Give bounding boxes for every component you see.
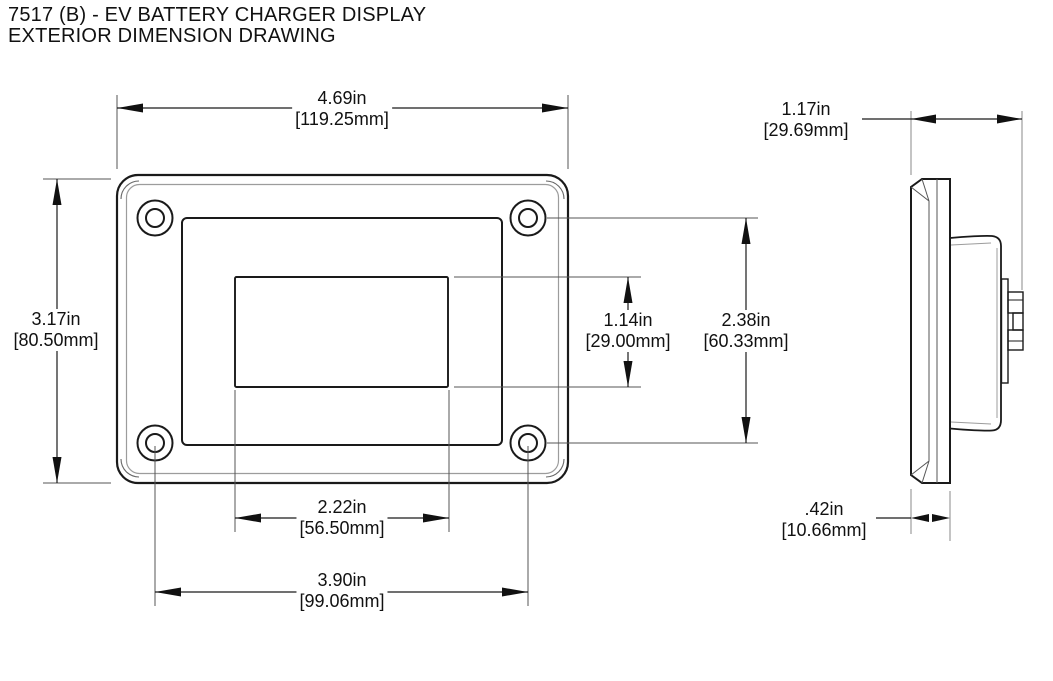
dim-display-opening-width-in: 2.22in [317, 497, 367, 517]
front-bezel-chamfer-arcs [120, 180, 565, 478]
dim-mount-hole-horizontal-label: 3.90in [99.06mm] [296, 570, 388, 612]
dim-overall-width-in: 4.69in [317, 88, 367, 108]
front-view-drawing [115, 173, 570, 485]
ext-lines-overall-height [43, 178, 111, 484]
dim-overall-height-mm: [80.50mm] [13, 330, 99, 350]
drawing-title: 7517 (B) - EV BATTERY CHARGER DISPLAY EX… [8, 5, 426, 47]
connector-upper-block [1007, 291, 1024, 314]
side-rear-housing-inner-edges [950, 242, 998, 425]
side-rear-housing [949, 234, 1002, 432]
display-panel-frame [181, 217, 503, 446]
ext-lines-bezel-depth [910, 489, 951, 541]
dim-mount-hole-horizontal-mm: [99.06mm] [299, 591, 385, 611]
ext-lines-display-width [234, 390, 450, 532]
connector-middle-block [1012, 312, 1024, 331]
side-dimension-lines [862, 111, 1023, 541]
dim-overall-height-in: 3.17in [31, 309, 81, 329]
drawing-title-line2: EXTERIOR DIMENSION DRAWING [8, 25, 336, 47]
dim-mount-hole-vertical-label: 2.38in [60.33mm] [700, 310, 792, 352]
display-window [234, 276, 449, 388]
dim-mount-hole-vertical-in: 2.38in [721, 310, 771, 330]
screw-top-right [509, 199, 547, 237]
dim-display-opening-height-label: 1.14in [29.00mm] [582, 310, 674, 352]
ext-lines-display-height [454, 276, 641, 388]
dim-overall-height-label: 3.17in [80.50mm] [10, 309, 102, 351]
dim-overall-width-label: 4.69in [119.25mm] [292, 88, 392, 130]
dim-bezel-depth-mm: [10.66mm] [781, 520, 867, 540]
connector-lower-block [1007, 329, 1024, 351]
dim-bezel-depth-label: .42in [10.66mm] [778, 499, 870, 541]
dim-overall-depth-in: 1.17in [781, 99, 831, 119]
side-bezel-profile [910, 178, 951, 484]
drawing-title-line1: 7517 (B) - EV BATTERY CHARGER DISPLAY [8, 4, 427, 26]
screw-top-left [136, 199, 174, 237]
dim-mount-hole-vertical-mm: [60.33mm] [703, 331, 789, 351]
front-inner-bezel-edge [125, 183, 560, 475]
ext-lines-overall-depth [910, 111, 1023, 290]
ext-lines-hole-horizontal [154, 446, 529, 606]
dim-display-opening-height-in: 1.14in [603, 310, 653, 330]
ext-lines-overall-width [116, 95, 569, 169]
dim-overall-depth-mm: [29.69mm] [763, 120, 849, 140]
dim-display-opening-width-mm: [56.50mm] [299, 518, 385, 538]
connector-mount-strip [1000, 278, 1009, 384]
dim-display-opening-width-label: 2.22in [56.50mm] [296, 497, 388, 539]
side-view-drawing [910, 178, 1024, 484]
rear-connectors [1000, 278, 1024, 384]
dim-overall-width-mm: [119.25mm] [295, 109, 389, 129]
dim-mount-hole-horizontal-in: 3.90in [317, 570, 367, 590]
front-outer-bezel [115, 173, 570, 485]
mounting-screws [136, 199, 547, 462]
side-bezel-chamfer-lines [910, 178, 938, 484]
ext-lines-hole-vertical [547, 217, 758, 444]
dim-bezel-depth-in: .42in [804, 499, 844, 519]
dim-overall-depth-label: 1.17in [29.69mm] [760, 99, 852, 141]
dim-display-opening-height-mm: [29.00mm] [585, 331, 671, 351]
